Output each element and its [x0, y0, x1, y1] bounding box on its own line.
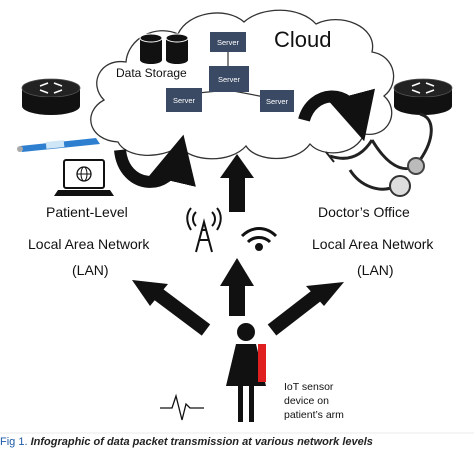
server-top: Server — [210, 32, 246, 52]
figure-caption: Fig 1. Infographic of data packet transm… — [0, 436, 373, 448]
cell-tower-icon — [186, 207, 222, 253]
stethoscope-icon — [325, 112, 433, 197]
caption-prefix: Fig 1. — [0, 436, 28, 448]
router-icon-right — [393, 78, 453, 115]
thermometer-icon — [17, 138, 100, 152]
caption-text: Infographic of data packet transmission … — [30, 436, 373, 448]
heartbeat-icon — [160, 393, 204, 421]
data-storage-label: Data Storage — [116, 66, 187, 80]
curved-arrow-right — [298, 88, 375, 142]
arrow-up-center-top — [220, 154, 254, 212]
arrow-up-center-bottom — [220, 258, 254, 316]
doctor-lan-title: Doctor’s Office — [318, 204, 410, 220]
server-label: Server — [266, 97, 289, 106]
arrow-to-left-lan — [132, 280, 211, 336]
server-left: Server — [166, 88, 202, 112]
database-icon — [139, 33, 189, 64]
laptop-icon — [54, 159, 114, 196]
patient-lan-abbr: (LAN) — [72, 262, 109, 278]
iot-sensor-band — [258, 344, 266, 382]
doctor-lan-abbr: (LAN) — [357, 262, 394, 278]
server-center: Server — [209, 66, 249, 92]
patient-person-icon — [226, 323, 266, 422]
server-label: Server — [217, 38, 240, 47]
iot-sensor-label: IoT sensor device on patient’s arm — [284, 381, 344, 421]
server-label: Server — [173, 96, 196, 105]
patient-lan-title: Patient-Level — [46, 204, 128, 220]
doctor-lan-subtitle: Local Area Network — [312, 236, 434, 252]
patient-lan-subtitle: Local Area Network — [28, 236, 150, 252]
curved-arrow-left — [114, 134, 196, 188]
arrow-to-right-lan — [267, 282, 344, 336]
wifi-icon — [240, 227, 278, 251]
cloud-title: Cloud — [274, 27, 332, 52]
server-label: Server — [218, 75, 241, 84]
server-right: Server — [260, 90, 294, 112]
router-icon-left — [21, 78, 81, 115]
